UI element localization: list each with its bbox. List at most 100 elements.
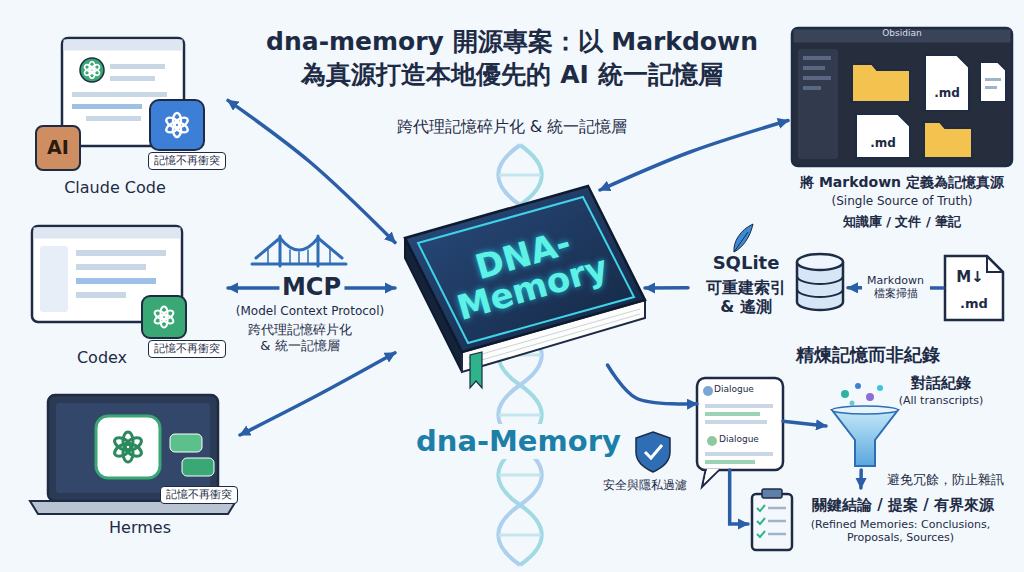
agent-panel: Codex 記憶不再衝突	[28, 222, 228, 372]
dna-helix	[499, 474, 541, 477]
clipboard-icon	[768, 507, 786, 510]
dialogue-art	[707, 436, 717, 446]
memory-book-art	[405, 186, 645, 352]
status-badge: 記憶不再衝突	[160, 486, 238, 504]
dialogue-art	[705, 404, 773, 408]
logo-letters: AI	[36, 136, 80, 159]
dialogue-art	[705, 452, 773, 456]
bridge-icon	[307, 250, 309, 264]
shield-icon	[645, 445, 662, 458]
connector-arrow	[783, 421, 826, 426]
funnel-art	[832, 406, 898, 414]
agent-panel: Hermes 記憶不再衝突	[35, 390, 240, 540]
status-badge: 記憶不再衝突	[148, 152, 226, 170]
edge-label: Markdown 檔案掃描	[862, 275, 930, 300]
dna-helix	[499, 534, 541, 537]
clipboard-icon	[752, 489, 792, 550]
shield-icon	[636, 432, 670, 472]
claude-window	[64, 40, 183, 51]
claude-window	[110, 76, 155, 81]
node-text: 知識庫 / 文件 / 筆記	[788, 214, 1016, 230]
obsidian-window	[924, 122, 972, 158]
shield-icon	[636, 432, 670, 472]
feather-icon	[734, 224, 753, 252]
claude-window	[72, 92, 167, 97]
clipboard-icon	[757, 505, 765, 511]
sqlite-index: SQLite 可重建索引 & 遙測	[688, 240, 848, 332]
node-text: 可重建索引 & 遙測	[702, 278, 790, 316]
codex-window	[76, 278, 156, 284]
codex-window	[142, 296, 186, 338]
node-text: Hermes	[90, 518, 190, 537]
subtitle: 跨代理記憶碎片化 & 統一記憶層	[362, 117, 662, 136]
database-icon	[797, 289, 843, 297]
funnel-art	[877, 385, 883, 391]
feather-icon	[734, 224, 753, 252]
node-text: SQLite	[702, 252, 790, 274]
node-text: .md	[943, 296, 1005, 312]
node-text: Codex	[62, 348, 142, 367]
node-text: .md	[925, 86, 969, 100]
badge-text: 記憶不再衝突	[154, 342, 220, 356]
agent-panel: Claude Code 記憶不再衝突	[30, 34, 228, 200]
dialogue-card: DialogueDialogue	[697, 378, 783, 470]
brand-name: dna-Memory	[412, 424, 625, 459]
obsidian-window	[985, 86, 997, 89]
node-text: 將 Markdown 定義為記憶真源	[788, 174, 1016, 191]
markdown-doc-icon	[987, 256, 1003, 272]
node-text: Dialogue	[714, 384, 754, 395]
badge-text: 記憶不再衝突	[166, 488, 232, 502]
feather-icon	[734, 232, 748, 252]
obsidian-window	[803, 76, 831, 80]
dialogue-art	[697, 378, 783, 470]
hermes-laptop	[170, 434, 202, 452]
claude-window	[80, 58, 104, 82]
funnel-art	[866, 393, 874, 401]
clipboard-icon	[757, 518, 765, 524]
bridge-icon	[298, 252, 300, 264]
obsidian-window	[803, 66, 825, 70]
obsidian-window	[792, 28, 1012, 166]
node-text: Obsidian	[792, 28, 1012, 39]
claude-window	[72, 104, 142, 109]
node-text: DNA-Memory	[434, 214, 621, 328]
obsidian-window	[985, 78, 1001, 81]
codex-window	[76, 250, 166, 256]
dialogue-art	[705, 460, 755, 464]
node-text: Claude Code	[40, 178, 190, 197]
node-text: M↓	[939, 268, 1001, 286]
hermes-laptop	[96, 416, 160, 478]
dialogue-art	[697, 378, 783, 487]
diagram-title: dna-memory 開源專案：以 Markdown 為真源打造本地優先的 AI…	[262, 26, 762, 91]
claude-window	[150, 100, 204, 150]
database-icon	[797, 254, 843, 310]
protocol-name: (Model Context Protocol)	[225, 304, 395, 318]
node-text: 關鍵結論 / 提案 / 有界來源	[798, 496, 1008, 514]
memory-book-art	[405, 186, 645, 388]
node-text: .md	[856, 136, 910, 150]
bridge-icon	[329, 249, 331, 264]
funnel-art	[832, 383, 898, 466]
transcript-funnel: 對話紀錄(All transcripts)	[826, 372, 1002, 470]
bridge-icon	[252, 236, 346, 266]
process-note: 避免冗餘，防止雜訊	[880, 472, 1010, 488]
obsidian-window	[852, 64, 910, 102]
codex-window	[32, 226, 186, 338]
badge-text: 記憶不再衝突	[154, 154, 220, 168]
clipboard-icon	[768, 520, 786, 523]
claude-window	[36, 38, 204, 170]
obsidian-window	[798, 49, 838, 159]
funnel-art	[841, 390, 849, 398]
obsidian-window	[856, 114, 910, 158]
obsidian-window	[803, 86, 821, 90]
obsidian-window	[792, 28, 1012, 166]
node-text: 對話紀錄	[886, 374, 996, 392]
connector-arrow	[600, 121, 788, 191]
connector-arrow	[859, 470, 863, 488]
obsidian-vault: Obsidian.md.md將 Markdown 定義為記憶真源(Single …	[788, 26, 1018, 236]
clipboard-icon	[762, 489, 782, 498]
memory-book-art	[418, 197, 634, 343]
claude-window	[86, 116, 141, 121]
obsidian-window	[803, 56, 831, 60]
